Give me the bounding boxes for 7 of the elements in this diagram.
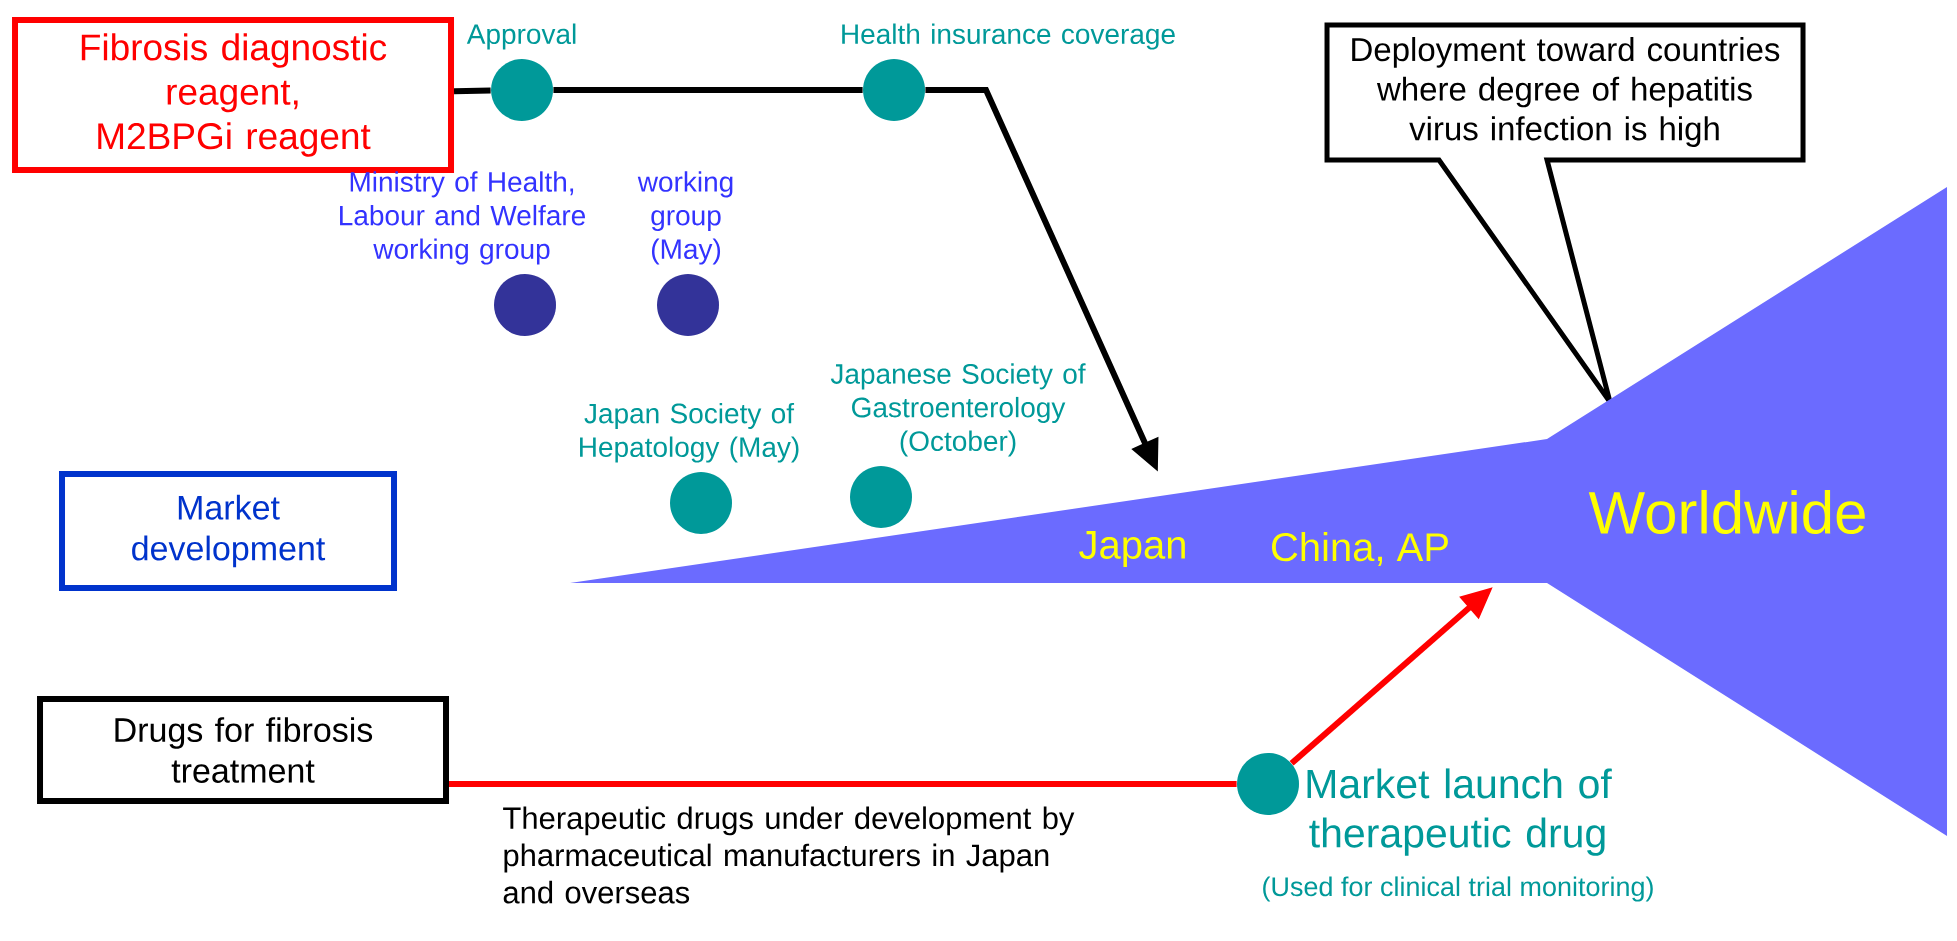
label-box: Market development	[59, 471, 397, 591]
milestone-label: Approval	[466, 23, 576, 50]
label-box: Drugs for fibrosis treatment	[37, 696, 449, 804]
milestone-note: (Used for clinical trial monitoring)	[1263, 876, 1653, 902]
milestone-label: Japan Society of Hepatology (May)	[580, 402, 799, 463]
milestone-label: Japanese Society of Gastroenterology (October)	[830, 363, 1086, 457]
milestone-label: Health insurance coverage	[842, 23, 1175, 50]
